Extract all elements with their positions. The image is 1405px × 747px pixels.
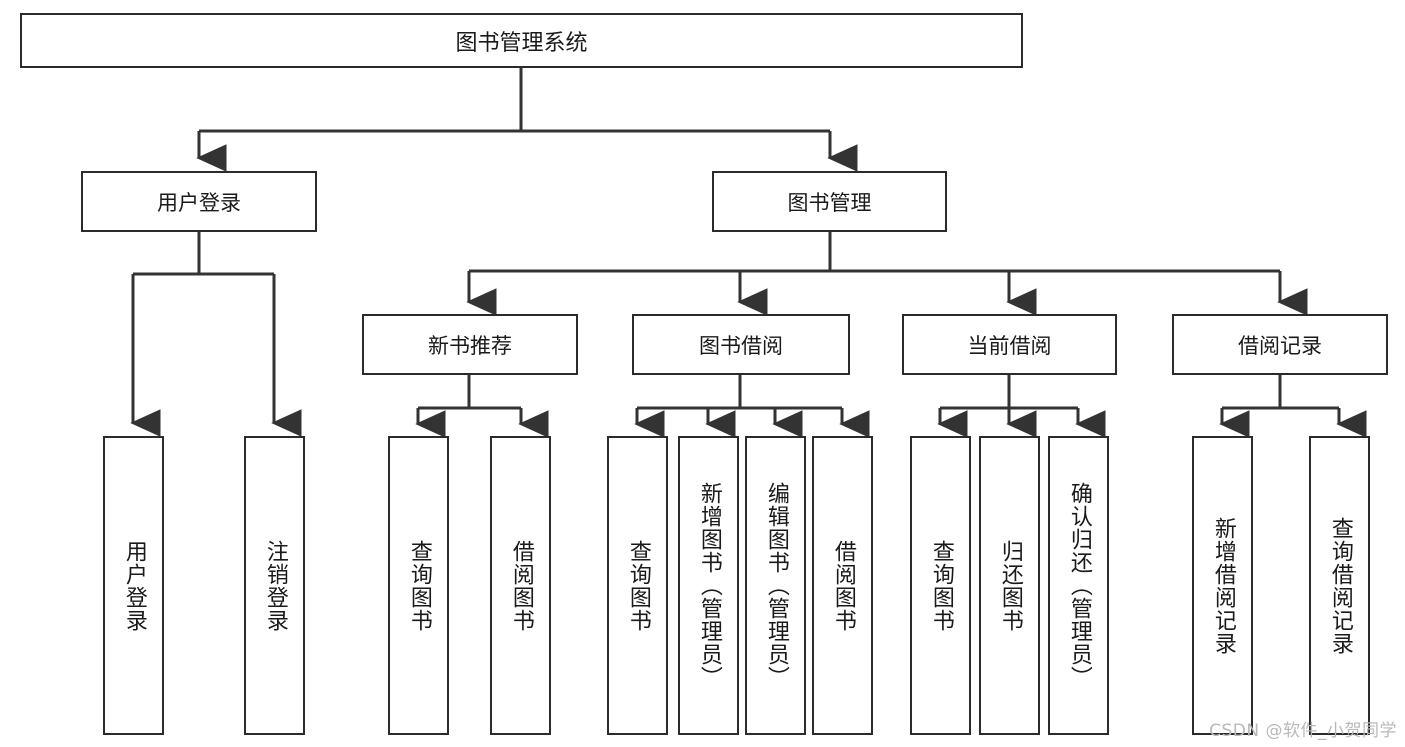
node-user-login[interactable]: 用户登录 [81,171,317,232]
node-new-book-recommend[interactable]: 新书推荐 [362,314,578,375]
leaf-label: 新增图书（管理员） [696,482,722,689]
node-root-label: 图书管理系统 [455,30,588,56]
leaf-user-login-1[interactable]: 用户登录 [103,436,164,735]
node-current-borrow[interactable]: 当前借阅 [902,314,1117,375]
leaf-label: 查询借阅记录 [1327,516,1353,655]
node-borrow-record-label: 借阅记录 [1238,333,1322,358]
leaf-label: 注销登录 [262,539,288,632]
node-new-book-recommend-label: 新书推荐 [428,333,512,358]
node-current-borrow-label: 当前借阅 [967,333,1052,358]
node-root[interactable]: 图书管理系统 [20,13,1023,68]
leaf-book-borrow-1[interactable]: 查询图书 [607,436,668,735]
leaf-label: 新增借阅记录 [1210,516,1236,655]
leaf-book-borrow-3[interactable]: 编辑图书（管理员） [745,436,806,735]
leaf-new-book-recommend-2[interactable]: 借阅图书 [490,436,551,735]
leaf-new-book-recommend-1[interactable]: 查询图书 [388,436,449,735]
leaf-label: 归还图书 [997,539,1023,632]
leaf-book-borrow-2[interactable]: 新增图书（管理员） [678,436,739,735]
leaf-label: 编辑图书（管理员） [763,482,789,689]
leaf-label: 借阅图书 [830,539,856,632]
leaf-current-borrow-3[interactable]: 确认归还（管理员） [1048,436,1109,735]
node-borrow-record[interactable]: 借阅记录 [1172,314,1388,375]
leaf-book-borrow-4[interactable]: 借阅图书 [812,436,873,735]
leaf-label: 查询图书 [406,539,432,632]
leaf-current-borrow-2[interactable]: 归还图书 [979,436,1040,735]
leaf-label: 借阅图书 [508,539,534,632]
leaf-label: 用户登录 [121,539,147,632]
node-user-login-label: 用户登录 [157,190,241,215]
node-book-borrow-label: 图书借阅 [699,333,783,358]
leaf-borrow-record-2[interactable]: 查询借阅记录 [1309,436,1370,735]
leaf-label: 查询图书 [625,539,651,632]
node-book-manage[interactable]: 图书管理 [712,171,947,232]
leaf-label: 确认归还（管理员） [1066,482,1092,689]
leaf-current-borrow-1[interactable]: 查询图书 [910,436,971,735]
node-book-manage-label: 图书管理 [787,190,872,215]
leaf-label: 查询图书 [928,539,954,632]
leaf-borrow-record-1[interactable]: 新增借阅记录 [1192,436,1253,735]
leaf-user-login-2[interactable]: 注销登录 [244,436,305,735]
node-book-borrow[interactable]: 图书借阅 [632,314,850,375]
